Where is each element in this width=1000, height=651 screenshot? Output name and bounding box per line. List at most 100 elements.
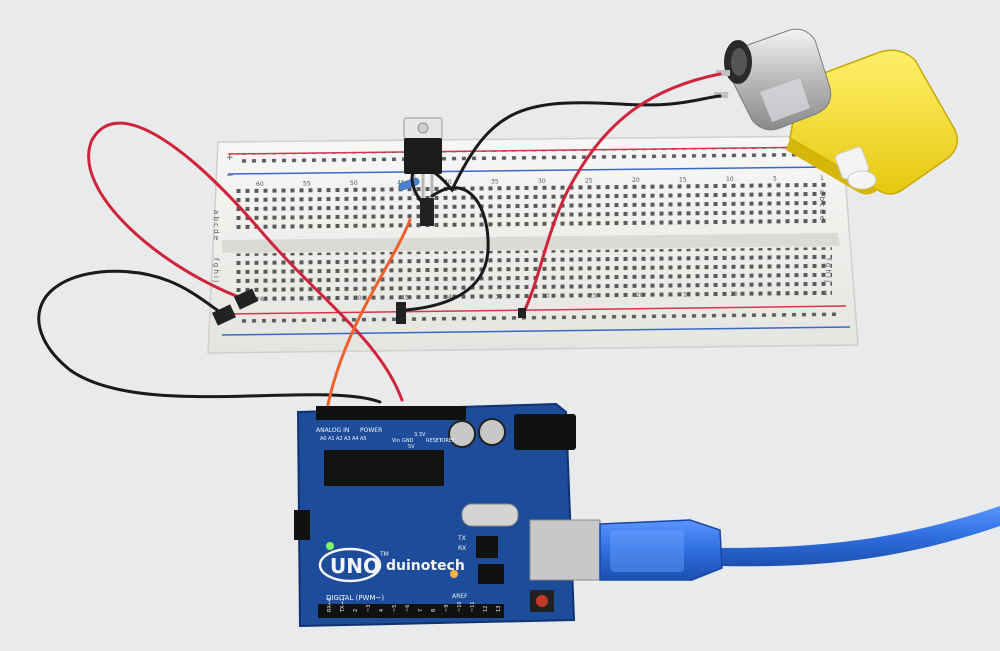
bb-row-letters-top: a b c d e xyxy=(212,210,220,240)
bb-row-letters-top-right: a b c d e xyxy=(818,190,826,220)
digital-pin-label: ~10 xyxy=(457,601,463,612)
digital-pin-label: ~9 xyxy=(444,605,450,612)
a0-label: A0 xyxy=(320,436,327,442)
bb-col-number-top: 20 xyxy=(632,177,640,184)
rx-label: RX xyxy=(458,545,466,552)
bb-col-number-bottom: 30 xyxy=(542,293,550,300)
bb-col-number-top: 30 xyxy=(538,178,546,185)
uno-logo-oval xyxy=(318,547,382,583)
gnd-label: GND xyxy=(402,438,414,444)
wire-header-pin-black xyxy=(211,304,237,326)
motor-clear-mount xyxy=(760,78,810,122)
bb-col-number-bottom: 1 xyxy=(824,290,828,297)
bb-col-number-top: 1 xyxy=(820,175,824,182)
digital-pin-label: RX←0 xyxy=(327,598,333,612)
usb-b-socket xyxy=(529,519,601,581)
bottom-negative-rail xyxy=(221,326,851,336)
black-wire-transistor xyxy=(404,186,490,312)
bb-col-number-bottom: 35 xyxy=(495,294,503,301)
top-header-power-analog xyxy=(316,406,466,420)
bb-col-number-top: 10 xyxy=(726,176,734,183)
digital-pin-label: ~3 xyxy=(366,605,372,612)
power-header-label: POWER xyxy=(360,427,382,434)
usb-interface-chip xyxy=(476,536,498,558)
bb-minus-top: − xyxy=(226,171,234,181)
crystal-oscillator xyxy=(461,503,519,527)
capacitor-2 xyxy=(478,418,506,446)
analog-header-label: ANALOG IN xyxy=(316,427,349,434)
bottom-terminal-strip xyxy=(236,247,832,302)
digital-pin-label: 8 xyxy=(431,609,437,612)
bb-plus-top: + xyxy=(226,153,234,163)
bb-col-number-top: 50 xyxy=(350,180,358,187)
digital-pin-label: TX→1 xyxy=(340,598,346,613)
black-wire-motor xyxy=(410,94,722,202)
digital-pin-label: 13 xyxy=(496,606,502,612)
bb-col-number-bottom: 40 xyxy=(448,294,456,301)
bb-col-number-top: 15 xyxy=(679,177,687,184)
microcontroller-chip xyxy=(324,450,444,486)
dc-gear-motor-icon xyxy=(714,28,959,195)
bb-col-number-bottom: 25 xyxy=(589,293,597,300)
to220-transistor-icon xyxy=(398,117,443,226)
bottom-header-digital xyxy=(318,604,504,618)
digital-header-label: DIGITAL (PWM~) xyxy=(326,594,384,602)
motor-terminal-1 xyxy=(716,70,730,76)
pin13-led xyxy=(450,570,458,578)
usb-plug-grip xyxy=(610,530,684,572)
bb-col-number-top: 60 xyxy=(256,181,264,188)
wire-header-pin-mid xyxy=(396,302,406,324)
digital-pin-label: ~5 xyxy=(392,605,398,612)
ioref-label: IOREF xyxy=(440,438,455,444)
a1-label: A1 xyxy=(328,436,335,442)
a5-label: A5 xyxy=(360,436,367,442)
wire-header-pin-top xyxy=(420,198,434,226)
digital-pin-label: ~11 xyxy=(470,601,476,612)
center-channel xyxy=(222,233,840,253)
bb-col-number-bottom: 10 xyxy=(730,291,738,298)
digital-pin-label: 7 xyxy=(418,609,424,612)
bb-row-letters-bottom: f g h i j xyxy=(212,258,220,282)
aref-label: AREF xyxy=(452,593,468,600)
top-positive-rail xyxy=(227,146,831,155)
bb-col-number-bottom: 60 xyxy=(260,296,268,303)
gearbox-housing xyxy=(789,49,959,195)
bb-col-number-top: 5 xyxy=(773,176,777,183)
breadboard: + − + − a b c d e f g h i j a b c d e f … xyxy=(207,135,859,354)
top-terminal-strip xyxy=(236,179,826,232)
bb-col-number-bottom: 20 xyxy=(636,292,644,299)
board-model: UNO xyxy=(330,554,380,578)
red-wire-power xyxy=(87,121,404,402)
red-wire-motor xyxy=(520,72,722,318)
icsp-header-left xyxy=(294,510,310,540)
digital-pin-label: 4 xyxy=(379,609,385,612)
bb-col-number-bottom: 45 xyxy=(401,295,409,302)
bb-col-number-bottom: 5 xyxy=(777,291,781,298)
a4-label: A4 xyxy=(352,436,359,442)
icsp-header-right xyxy=(478,564,504,584)
tx-label: TX xyxy=(457,535,466,542)
transistor-tab-hole xyxy=(417,122,429,134)
top-negative-rail xyxy=(227,166,833,175)
wire-header-pin-red-rail xyxy=(518,308,526,318)
resistor xyxy=(398,177,420,191)
bb-col-number-top: 35 xyxy=(491,179,499,186)
digital-pin-label: 12 xyxy=(483,606,489,612)
top-rail-holes xyxy=(240,147,820,165)
motor-endcap-bushing xyxy=(731,48,747,76)
transistor-body xyxy=(404,138,442,174)
motor-shaft-tip xyxy=(847,170,877,190)
a3-label: A3 xyxy=(344,436,351,442)
bottom-positive-rail xyxy=(223,305,847,315)
black-wire-ground xyxy=(37,269,382,404)
v33-label: 3.3V xyxy=(414,432,426,438)
bb-col-number-bottom: 50 xyxy=(354,295,362,302)
vin-label: Vin xyxy=(392,438,400,444)
bb-col-number-top: 40 xyxy=(444,179,452,186)
reset-button-cap xyxy=(536,595,548,607)
board-brand: duinotech xyxy=(386,558,465,574)
digital-pin-label: 2 xyxy=(353,609,359,612)
